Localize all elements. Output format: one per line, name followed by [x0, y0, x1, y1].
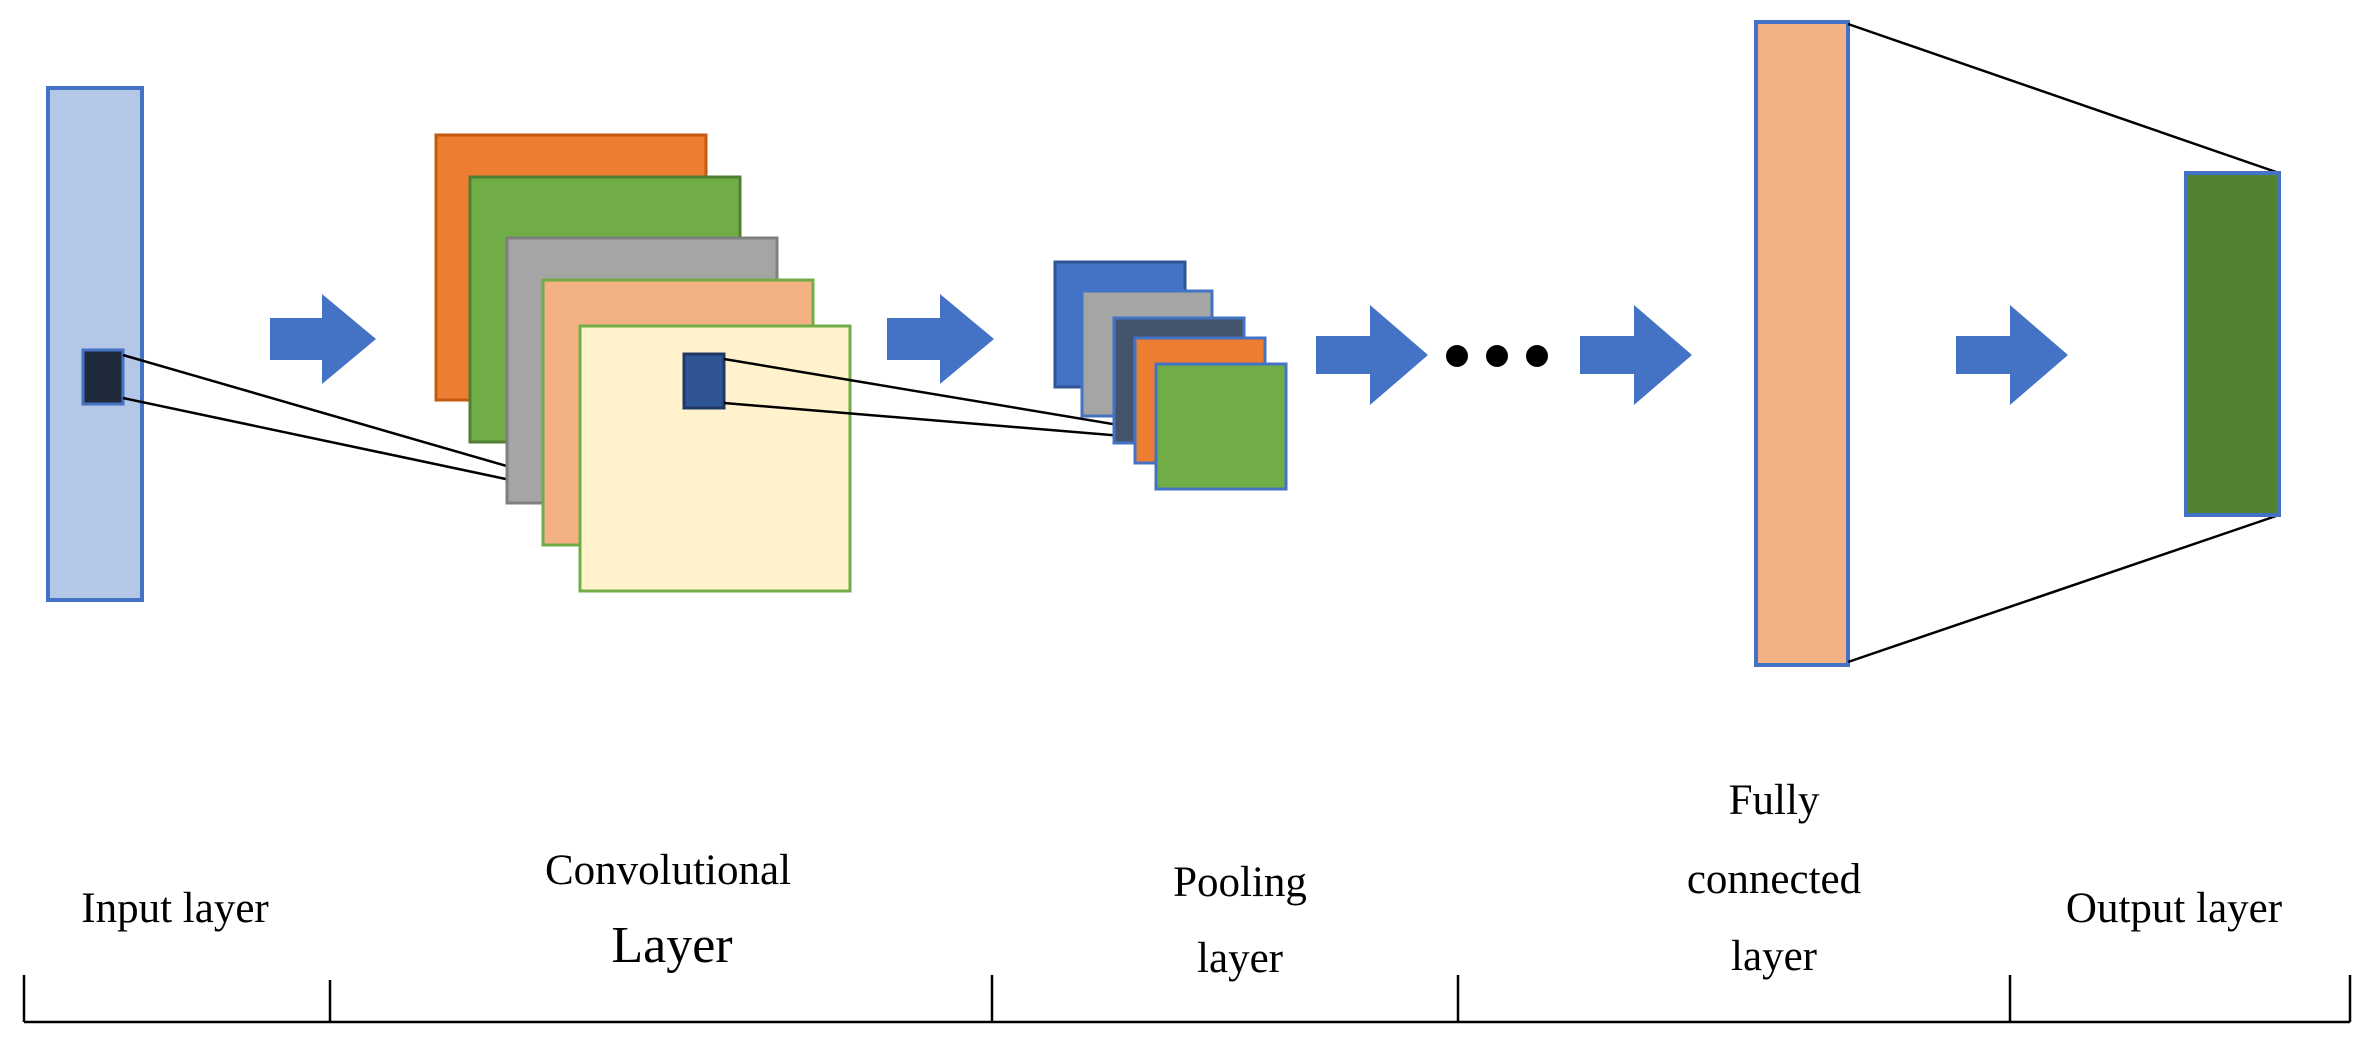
input-kernel-patch — [81, 348, 125, 406]
ellipsis-icon — [1446, 345, 1548, 367]
output-layer-label: Output layer — [2066, 885, 2282, 932]
fc-to-output-line-top — [1847, 22, 2280, 175]
output-column — [2184, 171, 2281, 517]
fully-connected-layer-label-line2: connected — [1687, 856, 1861, 903]
right-arrow-icon — [1316, 305, 1428, 405]
stage-bracket — [22, 975, 2352, 1024]
right-arrow-icon — [1580, 305, 1692, 405]
conv-kernel-patch — [682, 352, 726, 410]
fully-connected-column — [1754, 20, 1850, 667]
fully-connected-layer-label-line1: Fully — [1729, 777, 1820, 824]
convolutional-layer-label-line1: Convolutional — [545, 847, 791, 894]
pool-map-green — [1154, 362, 1288, 491]
right-arrow-icon — [887, 294, 994, 384]
right-arrow-icon — [1956, 305, 2068, 405]
pooling-layer-label-line1: Pooling — [1173, 859, 1307, 906]
input-column — [46, 86, 144, 602]
right-arrow-icon — [270, 294, 376, 384]
pooling-layer-label-line2: layer — [1197, 935, 1283, 982]
convolutional-layer-label-line2: Layer — [611, 917, 732, 974]
input-layer-label: Input layer — [81, 885, 268, 932]
fc-to-output-line-bottom — [1847, 513, 2280, 664]
fully-connected-layer-label-line3: layer — [1731, 933, 1817, 980]
